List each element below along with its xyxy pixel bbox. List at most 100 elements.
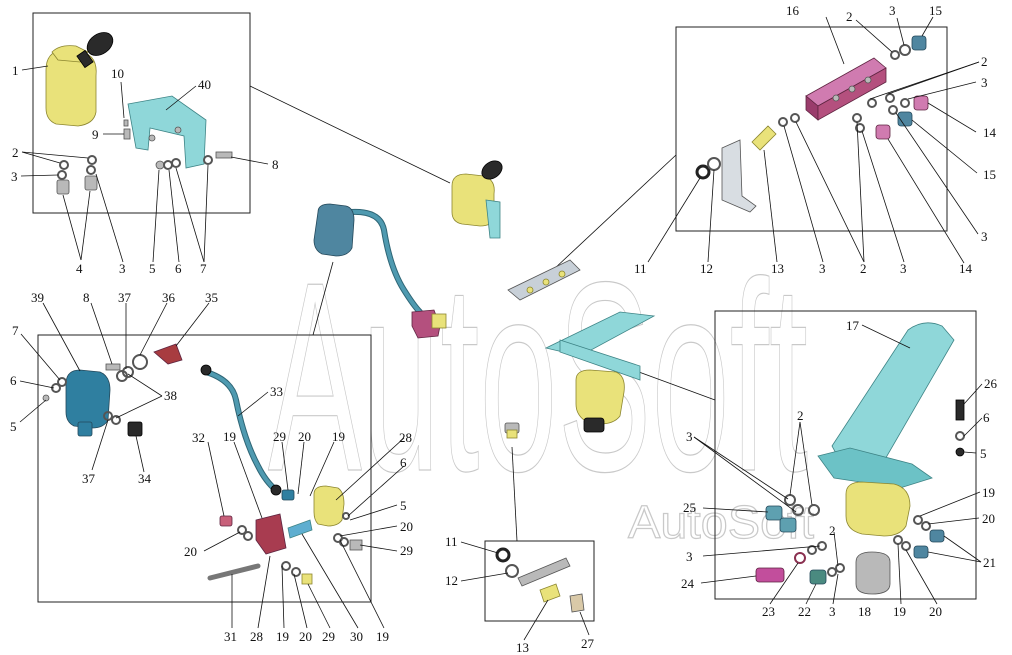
callout-label: 25 (683, 500, 696, 515)
callout-label: 20 (299, 629, 312, 644)
callout-label: 24 (681, 576, 695, 591)
callout-label: 11 (634, 261, 647, 276)
callout-label: 3 (686, 429, 693, 444)
callout-label: 6 (10, 373, 17, 388)
callout-label: 19 (276, 629, 289, 644)
callout-label: 28 (399, 430, 412, 445)
callout-label: 6 (400, 455, 407, 470)
callout-label: 3 (829, 604, 836, 619)
callout-label: 33 (270, 384, 283, 399)
center-sensor (504, 422, 520, 439)
callout-label: 40 (198, 77, 211, 92)
callout-label: 26 (984, 376, 998, 391)
callout-label: 29 (400, 543, 413, 558)
callout-label: 2 (860, 261, 867, 276)
callout-label: 3 (981, 75, 988, 90)
crane-valve-part (45, 32, 114, 127)
callout-label: 3 (819, 261, 826, 276)
callout-label: 4 (76, 261, 83, 276)
callout-label: 10 (111, 66, 124, 81)
callout-label: 3 (11, 169, 18, 184)
callout-label: 18 (858, 604, 871, 619)
frame-sensor (484, 540, 595, 622)
callout-label: 22 (798, 604, 811, 619)
callout-label: 29 (273, 429, 286, 444)
callout-label: 5 (980, 446, 987, 461)
callout-labels: 1 10 40 9 2 3 8 4 3 5 6 7 16 2 3 15 2 3 … (10, 3, 998, 655)
center-manifold (507, 259, 581, 301)
center-crane-valve (451, 160, 503, 239)
manifold-block (805, 57, 887, 121)
callout-label: 20 (184, 544, 197, 559)
callout-label: 2 (12, 145, 19, 160)
callout-label: 15 (983, 167, 996, 182)
callout-label: 3 (981, 229, 988, 244)
callout-label: 6 (983, 410, 990, 425)
callout-label: 31 (224, 629, 237, 644)
callout-label: 19 (332, 429, 345, 444)
callout-label: 12 (700, 261, 713, 276)
callout-label: 15 (929, 3, 942, 18)
callout-label: 19 (893, 604, 906, 619)
center-tubing (313, 203, 447, 339)
callout-label: 19 (982, 485, 995, 500)
center-pedal (544, 311, 656, 433)
callout-label: 8 (272, 157, 279, 172)
callout-label: 38 (164, 388, 177, 403)
callout-label: 3 (686, 549, 693, 564)
callout-label: 23 (762, 604, 775, 619)
callout-label: 12 (445, 573, 458, 588)
callout-label: 9 (92, 127, 99, 142)
callout-label: 39 (31, 290, 44, 305)
watermark-large: AutoSoft (268, 227, 808, 528)
left-valve-body (42, 343, 183, 437)
callout-label: 19 (376, 629, 389, 644)
callout-label: 3 (900, 261, 907, 276)
callout-label: 14 (959, 261, 973, 276)
callout-label: 1 (12, 63, 19, 78)
callout-label: 28 (250, 629, 263, 644)
callout-label: 20 (982, 511, 995, 526)
callout-label: 17 (846, 318, 860, 333)
pedal-assembly-part (817, 322, 965, 537)
callout-label: 20 (298, 429, 311, 444)
callout-label: 36 (162, 290, 176, 305)
callout-label: 16 (786, 3, 800, 18)
left-relay-valve (207, 485, 363, 585)
frame-pedal-assembly (714, 310, 977, 600)
callout-label: 3 (889, 3, 896, 18)
frame-manifold (675, 26, 948, 232)
callout-label: 35 (205, 290, 218, 305)
leader-lines (19, 16, 983, 641)
callout-label: 37 (82, 471, 96, 486)
callout-label: 11 (445, 534, 458, 549)
callout-label: 13 (516, 640, 529, 655)
manifold-fittings (695, 35, 929, 213)
callout-label: 19 (223, 429, 236, 444)
callout-label: 29 (322, 629, 335, 644)
callout-label: 34 (138, 471, 152, 486)
callout-label: 14 (983, 125, 997, 140)
callout-label: 7 (200, 261, 207, 276)
callout-label: 37 (118, 290, 132, 305)
callout-label: 8 (83, 290, 90, 305)
callout-label: 6 (175, 261, 182, 276)
callout-label: 27 (581, 636, 595, 651)
callout-label: 3 (119, 261, 126, 276)
callout-label: 5 (10, 419, 17, 434)
callout-label: 5 (400, 498, 407, 513)
left-tubing (200, 364, 295, 501)
callout-label: 2 (829, 523, 836, 538)
callout-label: 2 (797, 408, 804, 423)
callout-label: 13 (771, 261, 784, 276)
callout-label: 20 (929, 604, 942, 619)
sensor-parts (495, 547, 585, 613)
callout-label: 5 (149, 261, 156, 276)
callout-label: 32 (192, 430, 205, 445)
callout-label: 30 (350, 629, 363, 644)
callout-label: 7 (12, 323, 19, 338)
small-fasteners (56, 119, 233, 195)
callout-label: 21 (983, 555, 996, 570)
frame-valve-assembly (32, 12, 251, 214)
